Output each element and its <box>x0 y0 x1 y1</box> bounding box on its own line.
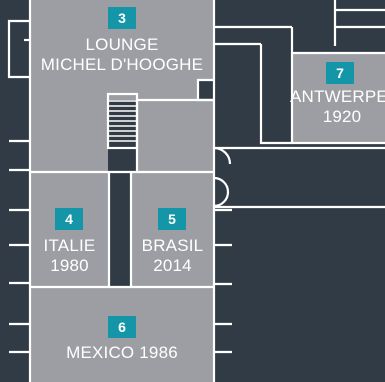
room-7-number-badge: 7 <box>326 62 354 84</box>
room-5-name-line1: BRASIL <box>141 236 204 255</box>
room-5-number-badge: 5 <box>158 208 186 230</box>
room-3-number-badge: 3 <box>108 7 136 29</box>
room-5-name[interactable]: BRASIL 2014 <box>131 236 214 276</box>
room-6-number-badge: 6 <box>108 316 136 338</box>
room-6-name-line1: MEXICO 1986 <box>66 343 178 362</box>
room-4-name[interactable]: ITALIE 1980 <box>30 236 109 276</box>
room-7-name-line1: ANTWERPEN <box>290 87 385 106</box>
room-3-name-line1: LOUNGE <box>85 35 159 54</box>
walls <box>7 0 385 382</box>
room-7-name-line2: 1920 <box>322 107 362 126</box>
room-3-left-area[interactable] <box>30 0 108 172</box>
room-3-name-line2: MICHEL D'HOOGHE <box>40 55 204 74</box>
room-4-name-line1: ITALIE <box>43 236 96 255</box>
room-6-name[interactable]: MEXICO 1986 <box>30 343 214 363</box>
room-7-name[interactable]: ANTWERPEN 1920 <box>290 87 385 127</box>
room-fills <box>30 0 385 382</box>
staircase-steps <box>108 100 137 142</box>
room-4-name-line2: 1980 <box>50 256 89 275</box>
room-3-name[interactable]: LOUNGE MICHEL D'HOOGHE <box>30 35 214 75</box>
room-5-name-line2: 2014 <box>153 256 192 275</box>
room-4-number-badge: 4 <box>55 208 83 230</box>
